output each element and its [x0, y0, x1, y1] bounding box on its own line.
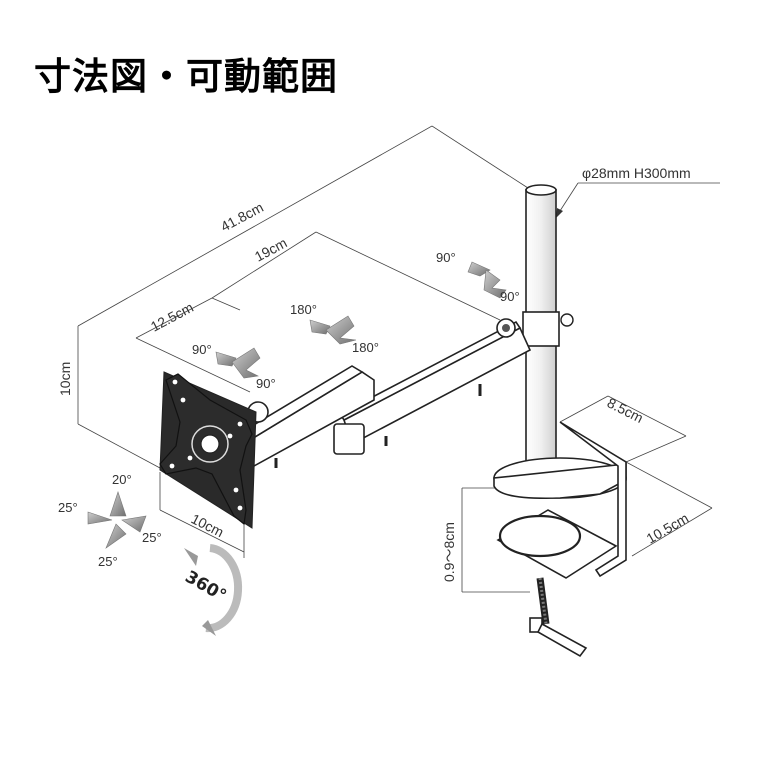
angle-tilt-up: 20°	[112, 472, 132, 487]
vesa-plate	[159, 371, 257, 529]
dim-total-length: 41.8cm	[218, 199, 266, 235]
dim-clamp-depth: 8.5cm	[605, 394, 646, 426]
angle-pole-bottom: 90°	[500, 289, 520, 304]
desk-clamp	[493, 421, 627, 658]
dim-arm-19: 19cm	[252, 234, 290, 264]
angle-mid-left: 180°	[290, 302, 317, 317]
dimension-lines	[77, 125, 720, 593]
angle-tilt-right: 25°	[142, 530, 162, 545]
pole	[522, 184, 574, 481]
dim-arm-12-5: 12.5cm	[148, 299, 196, 335]
dim-pole-spec: φ28mm H300mm	[582, 165, 691, 181]
page-title: 寸法図・可動範囲	[34, 55, 338, 98]
arms	[230, 318, 532, 468]
dim-height-10: 10cm	[57, 362, 73, 396]
angle-pole-top: 90°	[436, 250, 456, 265]
angle-head-right: 90°	[256, 376, 276, 391]
angle-rotation: 360°	[182, 567, 230, 606]
angle-head-left: 90°	[192, 342, 212, 357]
angle-tilt-left: 25°	[58, 500, 78, 515]
rotation-arrows	[87, 261, 507, 636]
dim-clamp-width: 10.5cm	[644, 510, 692, 547]
angle-tilt-down: 25°	[98, 554, 118, 569]
dim-vesa-10: 10cm	[189, 510, 227, 540]
dim-desk-thickness: 0.9～8cm	[441, 522, 457, 582]
angle-mid-right: 180°	[352, 340, 379, 355]
